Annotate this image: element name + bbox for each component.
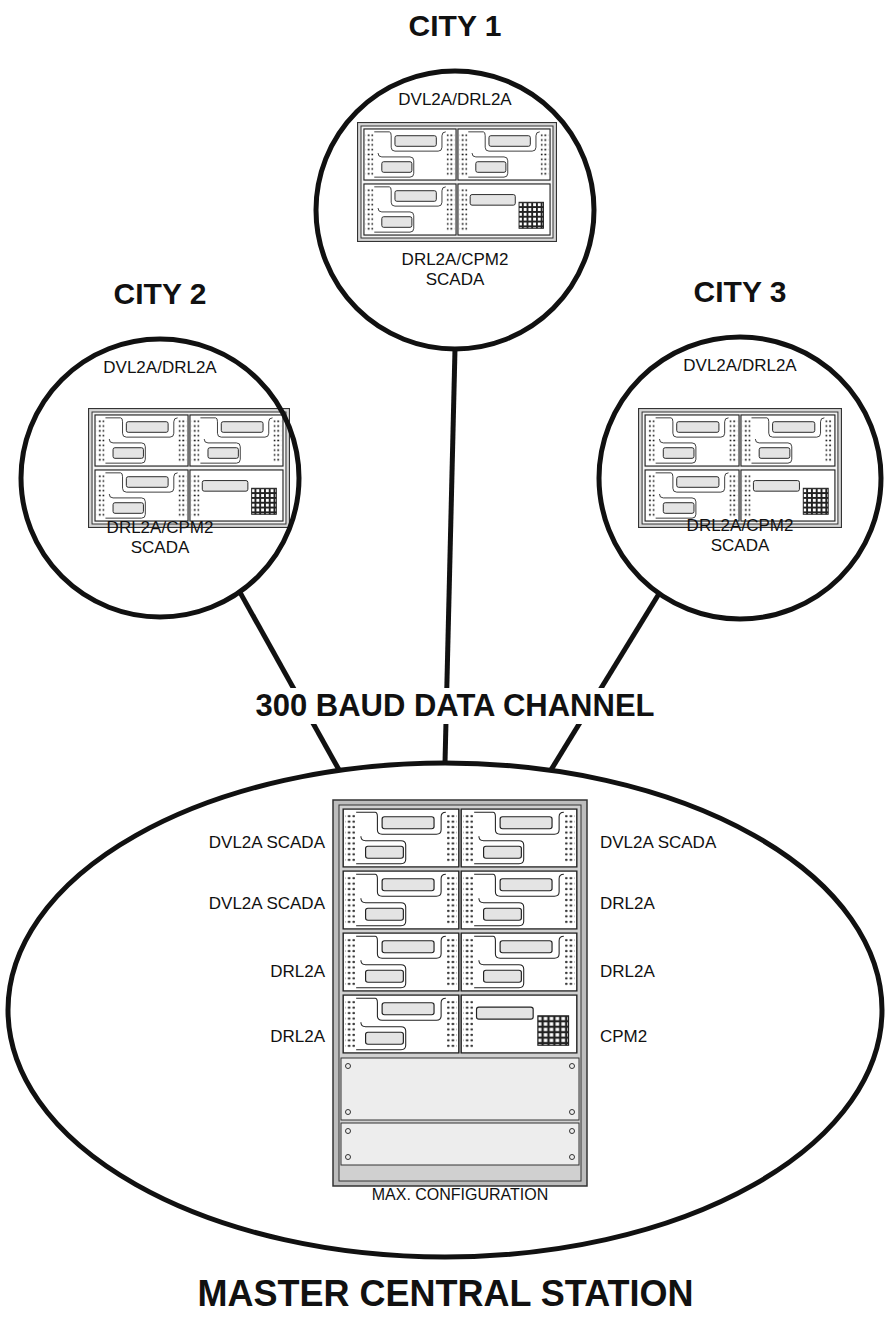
- channel-label: 300 BAUD DATA CHANNEL: [247, 688, 662, 724]
- outline-shape: [5, 760, 885, 1260]
- station-title: MASTER CENTRAL STATION: [0, 1272, 891, 1315]
- config-caption: MAX. CONFIGURATION: [323, 1185, 597, 1204]
- data-channel-line: [551, 594, 659, 771]
- module-label: DVL2A SCADA: [600, 833, 800, 853]
- city-title: CITY 1: [293, 8, 617, 44]
- equipment-label: DVL2A/DRL2A: [353, 90, 557, 110]
- equipment-label: DVL2A/DRL2A: [58, 358, 262, 378]
- equipment-label: DRL2A/CPM2 SCADA: [78, 518, 242, 559]
- module-label: DRL2A: [125, 1027, 325, 1047]
- city-title: CITY 2: [0, 276, 322, 312]
- outline-shape: [313, 68, 597, 352]
- city-circle: CITY 2DVL2A/DRL2ADRL2A/CPM2 SCADA: [18, 336, 302, 620]
- module-label: DRL2A: [600, 962, 800, 982]
- city-circle: CITY 1DVL2A/DRL2ADRL2A/CPM2 SCADA: [313, 68, 597, 352]
- equipment-label: DVL2A/DRL2A: [638, 356, 842, 376]
- station-ellipse: DVL2A SCADA DVL2A SCADA DVL2A SCADA DRL2A DR…: [5, 760, 885, 1260]
- module-label: DRL2A: [600, 894, 800, 914]
- equipment-label: DRL2A/CPM2 SCADA: [373, 250, 537, 291]
- data-channel-line: [240, 592, 340, 770]
- outline-shape: [18, 336, 302, 620]
- module-label: DRL2A: [125, 962, 325, 982]
- module-label: DVL2A SCADA: [125, 833, 325, 853]
- outline-shape: [596, 334, 884, 622]
- city-title: CITY 3: [576, 274, 891, 310]
- city-circle: CITY 3DVL2A/DRL2ADRL2A/CPM2 SCADA: [596, 334, 884, 622]
- module-label: DVL2A SCADA: [125, 894, 325, 914]
- equipment-label: DRL2A/CPM2 SCADA: [658, 516, 822, 557]
- module-label: CPM2: [600, 1027, 800, 1047]
